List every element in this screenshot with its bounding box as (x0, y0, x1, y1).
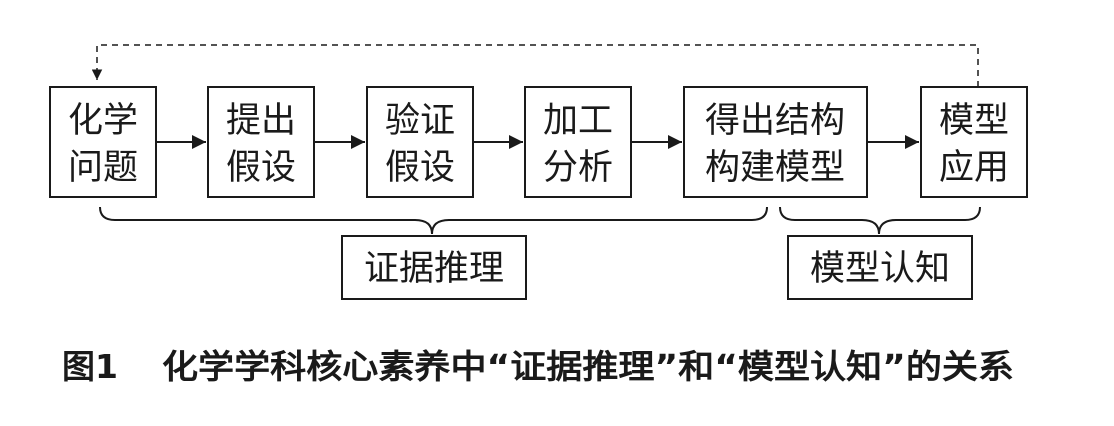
step-box-chemistry-problem: 化学 问题 (49, 86, 157, 198)
step-6-line1: 模型 (939, 101, 1009, 141)
step-4-line1: 加工 (543, 101, 613, 141)
feedback-loop-dashed-arrow (91, 44, 979, 87)
brace-model-cognition (779, 206, 981, 235)
step-1-line2: 问题 (68, 148, 138, 188)
figure-number: 图1 (62, 347, 118, 386)
model-cognition-label: 模型认知 (810, 249, 950, 289)
step-4-line2: 分析 (543, 148, 613, 188)
step-1-line1: 化学 (68, 101, 138, 141)
evidence-reasoning-label: 证据推理 (364, 249, 504, 289)
step-box-propose-hypothesis: 提出 假设 (207, 86, 315, 198)
step-3-line1: 验证 (385, 101, 455, 141)
step-box-build-model: 得出结构 构建模型 (683, 86, 868, 198)
step-3-line2: 假设 (385, 148, 455, 188)
step-5-line2: 构建模型 (705, 148, 845, 188)
step-2-line1: 提出 (226, 101, 296, 141)
brace-evidence-reasoning (99, 206, 768, 235)
label-box-model-cognition: 模型认知 (787, 235, 973, 300)
label-box-evidence-reasoning: 证据推理 (341, 235, 527, 300)
step-box-verify-hypothesis: 验证 假设 (366, 86, 474, 198)
step-5-line1: 得出结构 (705, 101, 845, 141)
step-2-line2: 假设 (226, 148, 296, 188)
step-box-process-analyze: 加工 分析 (524, 86, 632, 198)
figure-caption: 化学学科核心素养中“证据推理”和“模型认知”的关系 (162, 347, 1014, 386)
step-box-model-application: 模型 应用 (920, 86, 1028, 198)
step-6-line2: 应用 (939, 148, 1009, 188)
